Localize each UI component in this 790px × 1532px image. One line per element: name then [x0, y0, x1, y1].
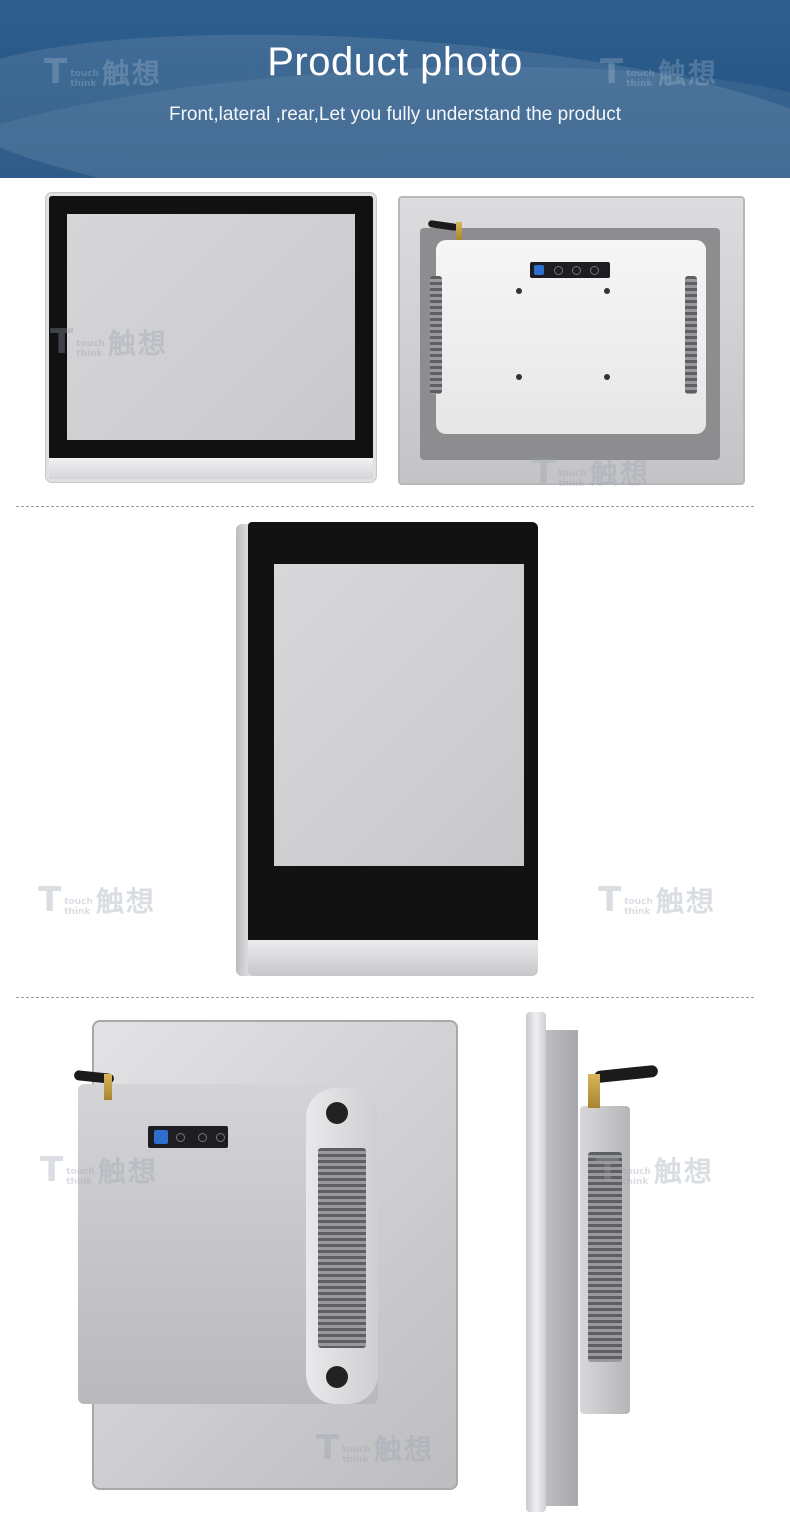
angled-bezel-chin [248, 940, 538, 976]
power-button [534, 265, 544, 275]
mount-hole [326, 1102, 348, 1124]
heat-sink-vent [318, 1148, 366, 1348]
product-rear-view [398, 196, 745, 485]
vesa-hole [604, 374, 610, 380]
mount-hole [326, 1366, 348, 1388]
dc-port-icon [216, 1133, 225, 1142]
vesa-hole [516, 288, 522, 294]
product-front-view [46, 193, 376, 482]
usb-port-icon [572, 266, 581, 275]
product-side-view [524, 1012, 664, 1514]
section-divider [16, 997, 754, 998]
heat-sink-vent [685, 276, 697, 394]
dc-port-icon [590, 266, 599, 275]
usb-port-icon [176, 1133, 185, 1142]
antenna-connector [104, 1074, 112, 1100]
front-bezel-chin [49, 458, 373, 479]
vesa-hole [516, 374, 522, 380]
page-subtitle: Front,lateral ,rear,Let you fully unders… [168, 104, 622, 125]
product-angled-rear-view [73, 1012, 460, 1494]
page-title: Product photo [267, 40, 523, 84]
touch-screen [67, 214, 355, 440]
usb-port-icon [198, 1133, 207, 1142]
usb-port-icon [554, 266, 563, 275]
side-back-shell [546, 1030, 578, 1506]
angled-touch-screen [274, 564, 524, 866]
section-divider [16, 506, 754, 507]
antenna-connector [456, 222, 462, 240]
io-port-strip [148, 1126, 228, 1148]
product-angled-front-view [236, 522, 540, 978]
angled-bezel [248, 522, 538, 940]
heat-sink-vent [430, 276, 442, 394]
rear-cover-plate [436, 240, 706, 434]
side-heat-sink [580, 1106, 630, 1414]
heat-sink-vent [588, 1152, 622, 1362]
antenna-connector [588, 1074, 600, 1108]
io-port-strip [530, 262, 610, 278]
side-heat-sink [306, 1088, 378, 1404]
wifi-antenna [593, 1064, 659, 1084]
power-button [154, 1130, 168, 1144]
vesa-hole [604, 288, 610, 294]
side-frame [526, 1012, 546, 1512]
